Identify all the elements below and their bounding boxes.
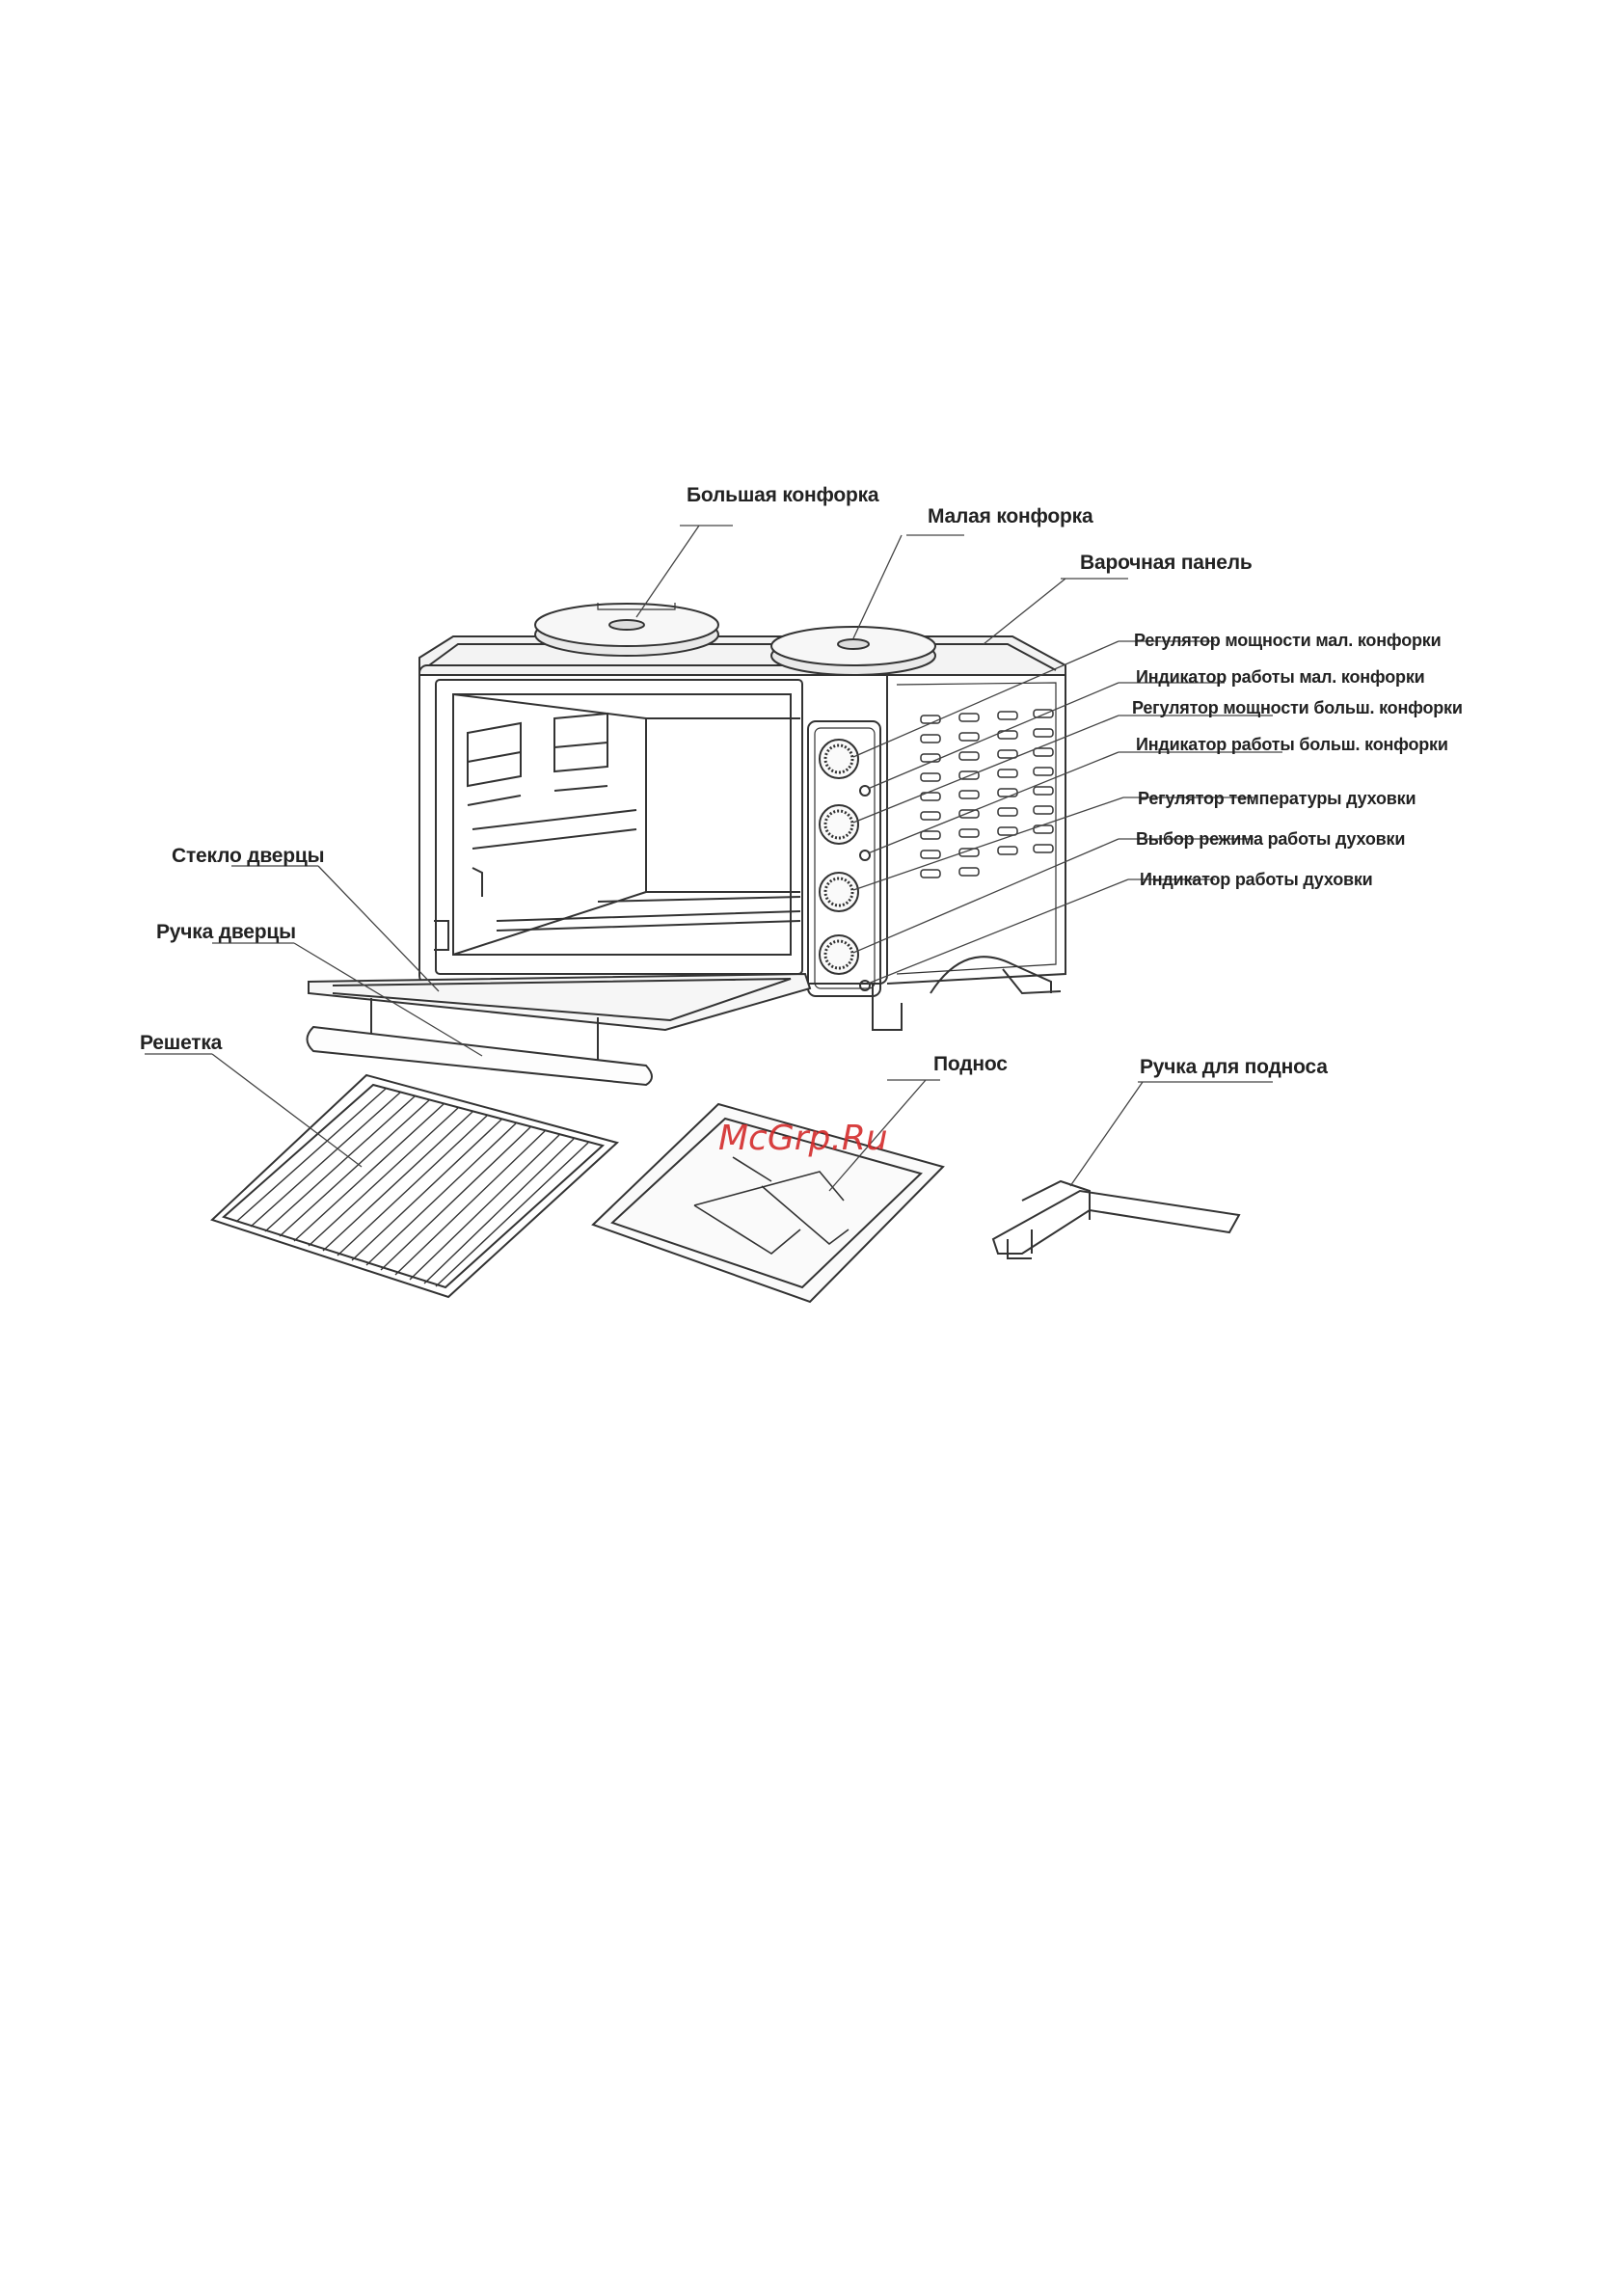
- label-cooktop: Варочная панель: [1080, 552, 1253, 574]
- big-burner: [535, 604, 718, 656]
- label-tray: Поднос: [933, 1053, 1008, 1075]
- label-big-power-regulator: Регулятор мощности больш. конфорки: [1132, 698, 1463, 717]
- oven-mode-knob: [820, 935, 858, 974]
- door-handle: [308, 1027, 653, 1085]
- wire-rack: [212, 1075, 617, 1297]
- label-rack: Решетка: [140, 1032, 223, 1054]
- label-small-burner: Малая конфорка: [928, 505, 1093, 527]
- small-power-knob: [820, 740, 858, 778]
- label-oven-temp-regulator: Регулятор температуры духовки: [1138, 789, 1416, 808]
- label-door-handle: Ручка дверцы: [156, 921, 296, 943]
- oven-body: [419, 636, 1065, 1030]
- label-door-glass: Стекло дверцы: [172, 845, 325, 867]
- small-indicator-light: [860, 786, 870, 796]
- watermark: McGrp.Ru: [718, 1119, 888, 1158]
- big-power-knob: [820, 805, 858, 844]
- leader-lines: [145, 526, 1282, 1191]
- small-burner: [771, 627, 935, 675]
- label-small-indicator: Индикатор работы мал. конфорки: [1136, 667, 1425, 687]
- tray-handle-part: [993, 1181, 1239, 1258]
- oven-temp-knob: [820, 873, 858, 911]
- label-oven-mode-selector: Выбор режима работы духовки: [1136, 829, 1406, 849]
- oven-indicator-light: [860, 981, 870, 990]
- label-tray-handle: Ручка для подноса: [1140, 1056, 1328, 1078]
- big-indicator-light: [860, 851, 870, 860]
- baking-tray: [593, 1104, 943, 1302]
- control-panel: [808, 721, 880, 996]
- label-big-burner: Большая конфорка: [687, 484, 879, 506]
- label-big-indicator: Индикатор работы больш. конфорки: [1136, 735, 1448, 754]
- label-oven-indicator: Индикатор работы духовки: [1140, 870, 1373, 889]
- vent-slots: [921, 710, 1053, 878]
- oven-cavity: [434, 680, 802, 974]
- oven-door: [309, 974, 810, 1066]
- label-small-power-regulator: Регулятор мощности мал. конфорки: [1134, 631, 1442, 650]
